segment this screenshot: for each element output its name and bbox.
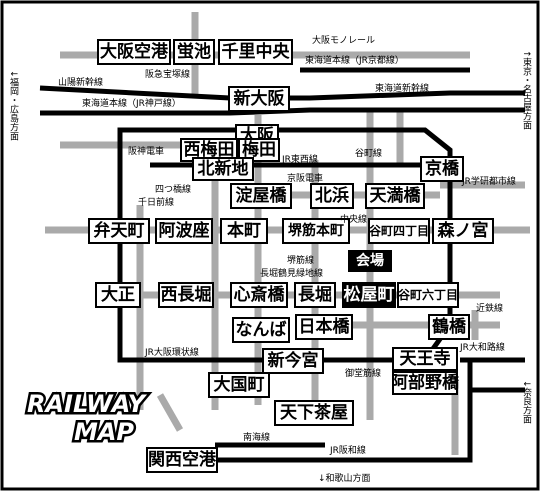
label-nankai: 南海線 <box>243 433 271 443</box>
station-shin-imamiya[interactable]: 新今宮 <box>262 348 324 374</box>
station-bentencho[interactable]: 弁天町 <box>88 218 150 244</box>
station-kitahama[interactable]: 北浜 <box>310 183 354 209</box>
direction-tokyo-nagoya: ↑東京・名古屋方面 <box>521 50 531 130</box>
station-tsuruhashi[interactable]: 鶴橋 <box>428 314 470 340</box>
label-nagahori-tsurumi: 長堀鶴見緑地線 <box>260 269 324 279</box>
label-yotsubashi: 四つ橋線 <box>155 185 192 195</box>
venue-marker[interactable]: 会場 <box>348 250 392 272</box>
station-nippombashi[interactable]: 日本橋 <box>295 314 353 340</box>
label-jr-tozai: JR東西線 <box>282 155 318 165</box>
label-tokaido-kyoto: 東海道本線（JR京都線） <box>305 56 404 66</box>
label-tokaido-shinkansen: 東海道新幹線 <box>375 84 430 94</box>
station-tanimachi-6[interactable]: 谷町六丁目 <box>397 282 459 308</box>
label-jr-yamatoji: JR大和路線 <box>460 343 505 353</box>
shinkansen-line <box>39 85 525 101</box>
station-kita-shinchi[interactable]: 北新地 <box>192 157 254 181</box>
label-jr-gakkentoshi: JR学研都市線 <box>462 177 516 187</box>
label-sanyo-shinkansen: 山陽新幹線 <box>58 78 104 88</box>
station-shinsaibashi[interactable]: 心斎橋 <box>230 282 288 308</box>
station-hotarugaike[interactable]: 蛍池 <box>173 39 215 65</box>
railway-map-logo: RAILWAY MAP <box>24 388 150 447</box>
label-kintetsu: 近鉄線 <box>476 304 504 314</box>
direction-fukuoka-hiroshima: ↓福岡・広島方面 <box>8 70 18 141</box>
label-tanimachi: 谷町線 <box>355 149 383 159</box>
label-tokaido-kobe: 東海道本線（JR神戸線） <box>82 99 181 109</box>
station-namba[interactable]: なんば <box>232 317 290 343</box>
label-jr-kanjo: JR大阪環状線 <box>145 348 199 358</box>
station-senri-chuo[interactable]: 千里中央 <box>218 39 293 65</box>
jr-hanwa-line <box>210 360 473 463</box>
station-osaka-airport[interactable]: 大阪空港 <box>97 39 171 65</box>
station-kansai-airport[interactable]: 関西空港 <box>146 447 218 473</box>
station-sakaisuji-hommachi[interactable]: 堺筋本町 <box>282 218 350 244</box>
station-abeno[interactable]: 阿部野橋 <box>391 371 459 395</box>
label-jr-hanwa: JR阪和線 <box>330 446 366 456</box>
station-shin-osaka[interactable]: 新大阪 <box>228 86 290 112</box>
label-hankyu-takarazuka: 阪急宝塚線 <box>145 70 191 80</box>
label-sakaisuji: 堺筋線 <box>287 256 315 266</box>
station-tenmabashi[interactable]: 天満橋 <box>365 183 425 209</box>
station-taisho[interactable]: 大正 <box>95 282 141 308</box>
label-sennichimae: 千日前線 <box>138 198 175 208</box>
station-nishi-nagahori[interactable]: 西長堀 <box>158 282 214 308</box>
label-hanshin: 阪神電車 <box>128 147 165 157</box>
label-keihan: 京阪電車 <box>287 174 324 184</box>
station-yodoyabashi[interactable]: 淀屋橋 <box>230 183 292 209</box>
direction-nara: ↓奈良方面 <box>521 380 531 424</box>
station-tengachaya[interactable]: 天下茶屋 <box>274 400 354 426</box>
station-daikokucho[interactable]: 大国町 <box>208 372 270 398</box>
logo-line1: RAILWAY <box>27 390 148 418</box>
station-hommachi[interactable]: 本町 <box>220 218 268 244</box>
station-awaza[interactable]: 阿波座 <box>155 218 213 244</box>
logo-line2: MAP <box>74 418 134 446</box>
label-chuo: 中央線 <box>340 215 368 225</box>
station-tanimachi-4[interactable]: 谷町四丁目 <box>368 218 430 244</box>
misc-south-1 <box>156 393 184 432</box>
label-midosuji: 御堂筋線 <box>345 369 382 379</box>
station-morinomiya[interactable]: 森ノ宮 <box>432 218 494 244</box>
jr-lines-black <box>39 67 525 463</box>
station-matsuyamachi[interactable]: 松屋町 <box>342 282 396 308</box>
station-kyobashi[interactable]: 京橋 <box>420 156 464 182</box>
station-tennoji[interactable]: 天王寺 <box>392 347 458 371</box>
direction-wakayama: ↓和歌山方面 <box>318 474 371 484</box>
station-nagahori[interactable]: 長堀 <box>294 282 336 308</box>
label-osaka-monorail: 大阪モノレール <box>312 36 376 46</box>
